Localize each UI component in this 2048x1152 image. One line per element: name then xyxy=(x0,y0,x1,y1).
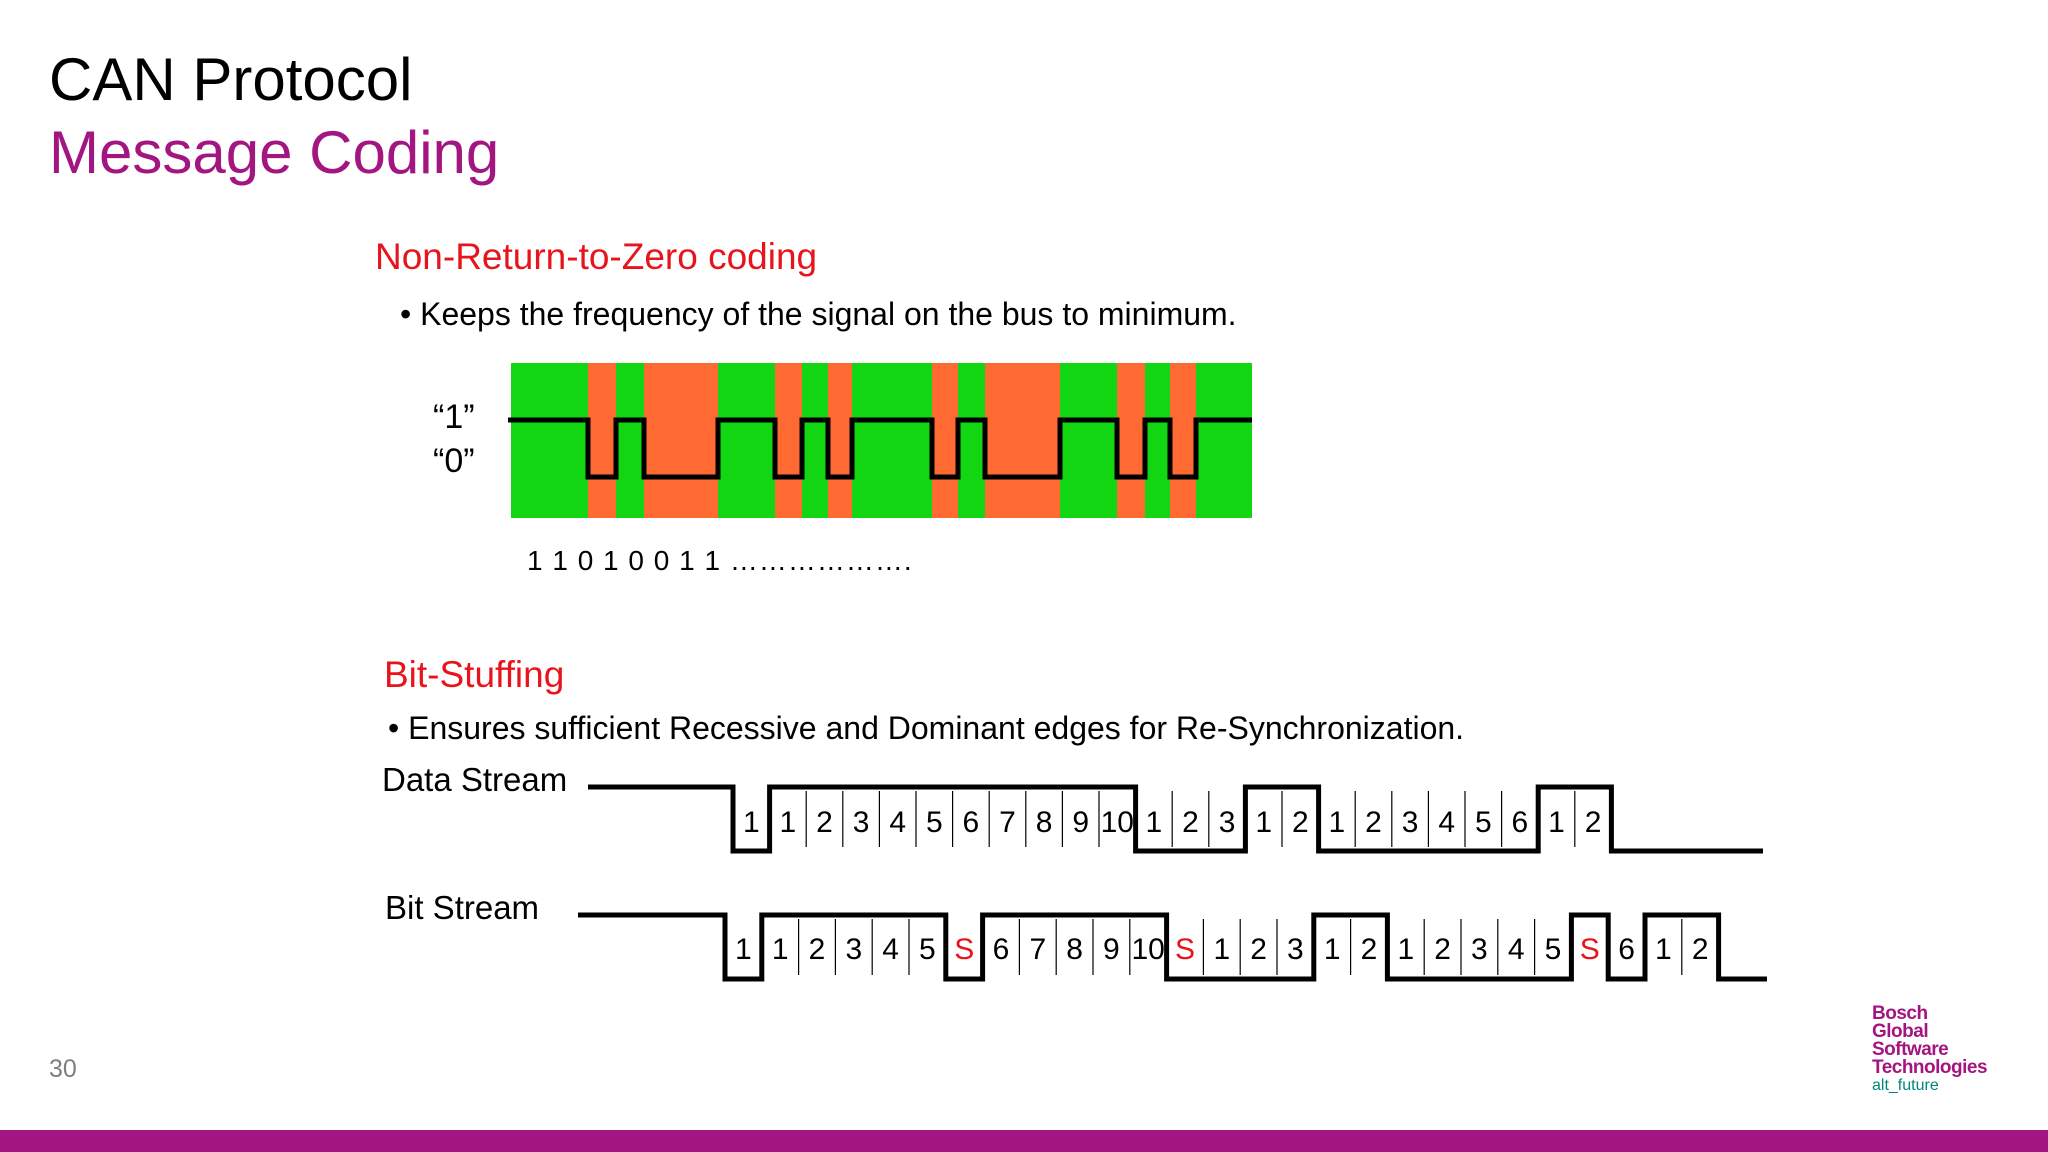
bit-stream-bit-number: 5 xyxy=(1545,933,1562,966)
nrz-label-one: “1” xyxy=(433,398,475,436)
data-stream-bit-number: 1 xyxy=(743,806,760,839)
bit-stream-bit-number: 2 xyxy=(1692,933,1709,966)
dominant-bit-region xyxy=(644,363,718,518)
stuff-bit-label: S xyxy=(1175,933,1195,966)
recessive-bit-region xyxy=(852,363,932,518)
bit-stream-bit-number: 8 xyxy=(1066,933,1083,966)
nrz-bullet: • Keeps the frequency of the signal on t… xyxy=(400,296,1237,332)
data-stream-bit-number: 5 xyxy=(1475,806,1492,839)
bit-stream-bit-number: 7 xyxy=(1029,933,1046,966)
data-stream-bit-number: 6 xyxy=(1512,806,1529,839)
recessive-bit-region xyxy=(511,363,588,518)
dominant-bit-region xyxy=(828,363,852,518)
data-stream-bit-number: 1 xyxy=(1329,806,1346,839)
bit-stream-bit-number: 1 xyxy=(772,933,789,966)
data-stream-bit-number: 4 xyxy=(889,806,906,839)
data-stream-label: Data Stream xyxy=(382,761,568,798)
slide-subtitle: Message Coding xyxy=(49,119,500,186)
dominant-bit-region xyxy=(1117,363,1145,518)
recessive-bit-region xyxy=(1145,363,1170,518)
data-stream-bit-number: 1 xyxy=(1146,806,1163,839)
data-stream-bit-number: 3 xyxy=(1219,806,1236,839)
bit-stream-bit-number: 1 xyxy=(1655,933,1672,966)
data-stream-bit-number: 2 xyxy=(1182,806,1199,839)
data-stream-bit-number: 3 xyxy=(853,806,870,839)
data-stream-bit-number: 2 xyxy=(1585,806,1602,839)
logo-line: Global xyxy=(1872,1021,1929,1042)
bit-stream-bit-number: 3 xyxy=(1471,933,1488,966)
logo-line: Software xyxy=(1872,1039,1949,1060)
bit-stream-bit-number: 5 xyxy=(919,933,936,966)
recessive-bit-region xyxy=(616,363,644,518)
data-stream-bit-number: 6 xyxy=(963,806,980,839)
bit-stream-bit-number: 4 xyxy=(1508,933,1525,966)
dominant-bit-region xyxy=(1170,363,1196,518)
dominant-bit-region xyxy=(985,363,1060,518)
nrz-label-zero: “0” xyxy=(433,442,475,480)
recessive-bit-region xyxy=(1060,363,1117,518)
recessive-bit-region xyxy=(802,363,828,518)
bit-stream-bit-number: 4 xyxy=(882,933,899,966)
dominant-bit-region xyxy=(588,363,616,518)
data-stream-bit-number: 3 xyxy=(1402,806,1419,839)
data-stream-bit-number: 10 xyxy=(1101,806,1134,839)
data-stream-bit-number: 2 xyxy=(1365,806,1382,839)
bit-stream-bit-number: 2 xyxy=(1434,933,1451,966)
nrz-heading: Non-Return-to-Zero coding xyxy=(375,236,818,277)
bit-stream-bit-number: 9 xyxy=(1103,933,1120,966)
slide-title: CAN Protocol xyxy=(49,46,413,113)
bit-stream-label: Bit Stream xyxy=(385,889,540,926)
bit-stream-bit-number: 3 xyxy=(1287,933,1304,966)
logo-line: Technologies xyxy=(1872,1057,1988,1078)
bit-stuffing-bullet: • Ensures sufficient Recessive and Domin… xyxy=(388,710,1465,746)
stuff-bit-label: S xyxy=(1580,933,1600,966)
recessive-bit-region xyxy=(958,363,985,518)
page-number: 30 xyxy=(49,1055,77,1083)
logo-tagline: alt_future xyxy=(1872,1077,1939,1094)
recessive-bit-region xyxy=(1196,363,1252,518)
nrz-bit-sequence: 1 1 0 1 0 0 1 1 ………………. xyxy=(527,545,913,576)
bit-stuffing-heading: Bit-Stuffing xyxy=(384,654,565,695)
bit-stream-bit-number: 2 xyxy=(1361,933,1378,966)
bit-stream-bit-number: 1 xyxy=(1324,933,1341,966)
dominant-bit-region xyxy=(932,363,958,518)
data-stream-bit-number: 1 xyxy=(1255,806,1272,839)
stuff-bit-label: S xyxy=(954,933,974,966)
bit-stream-bit-number: 1 xyxy=(1397,933,1414,966)
nrz-signal-line xyxy=(508,417,1252,480)
data-stream-bit-number: 7 xyxy=(999,806,1016,839)
recessive-bit-region xyxy=(718,363,775,518)
data-stream-bit-number: 2 xyxy=(1292,806,1309,839)
data-stream-waveform xyxy=(588,784,1763,854)
logo-line: Bosch xyxy=(1872,1003,1928,1024)
data-stream-bit-number: 4 xyxy=(1438,806,1455,839)
data-stream-bit-number: 5 xyxy=(926,806,943,839)
bit-stream-bit-number: 6 xyxy=(1618,933,1635,966)
data-stream-bit-number: 2 xyxy=(816,806,833,839)
bit-stream-bit-number: 1 xyxy=(1213,933,1230,966)
bit-stream-bit-number: 10 xyxy=(1132,933,1165,966)
bit-stream-bit-number: 6 xyxy=(993,933,1010,966)
bit-stream-bit-number: 1 xyxy=(735,933,752,966)
data-stream-bit-number: 1 xyxy=(780,806,797,839)
data-stream-bit-number: 9 xyxy=(1072,806,1089,839)
dominant-bit-region xyxy=(775,363,802,518)
data-stream-bit-number: 1 xyxy=(1548,806,1565,839)
company-logo: Bosch Global Software Technologies alt_f… xyxy=(1872,1003,1988,1095)
bit-stream-bit-number: 3 xyxy=(845,933,862,966)
data-stream-bit-number: 8 xyxy=(1036,806,1053,839)
bottom-accent-bar xyxy=(0,1130,2048,1152)
bit-stream-bit-number: 2 xyxy=(1250,933,1267,966)
bit-stream-bit-number: 2 xyxy=(809,933,826,966)
